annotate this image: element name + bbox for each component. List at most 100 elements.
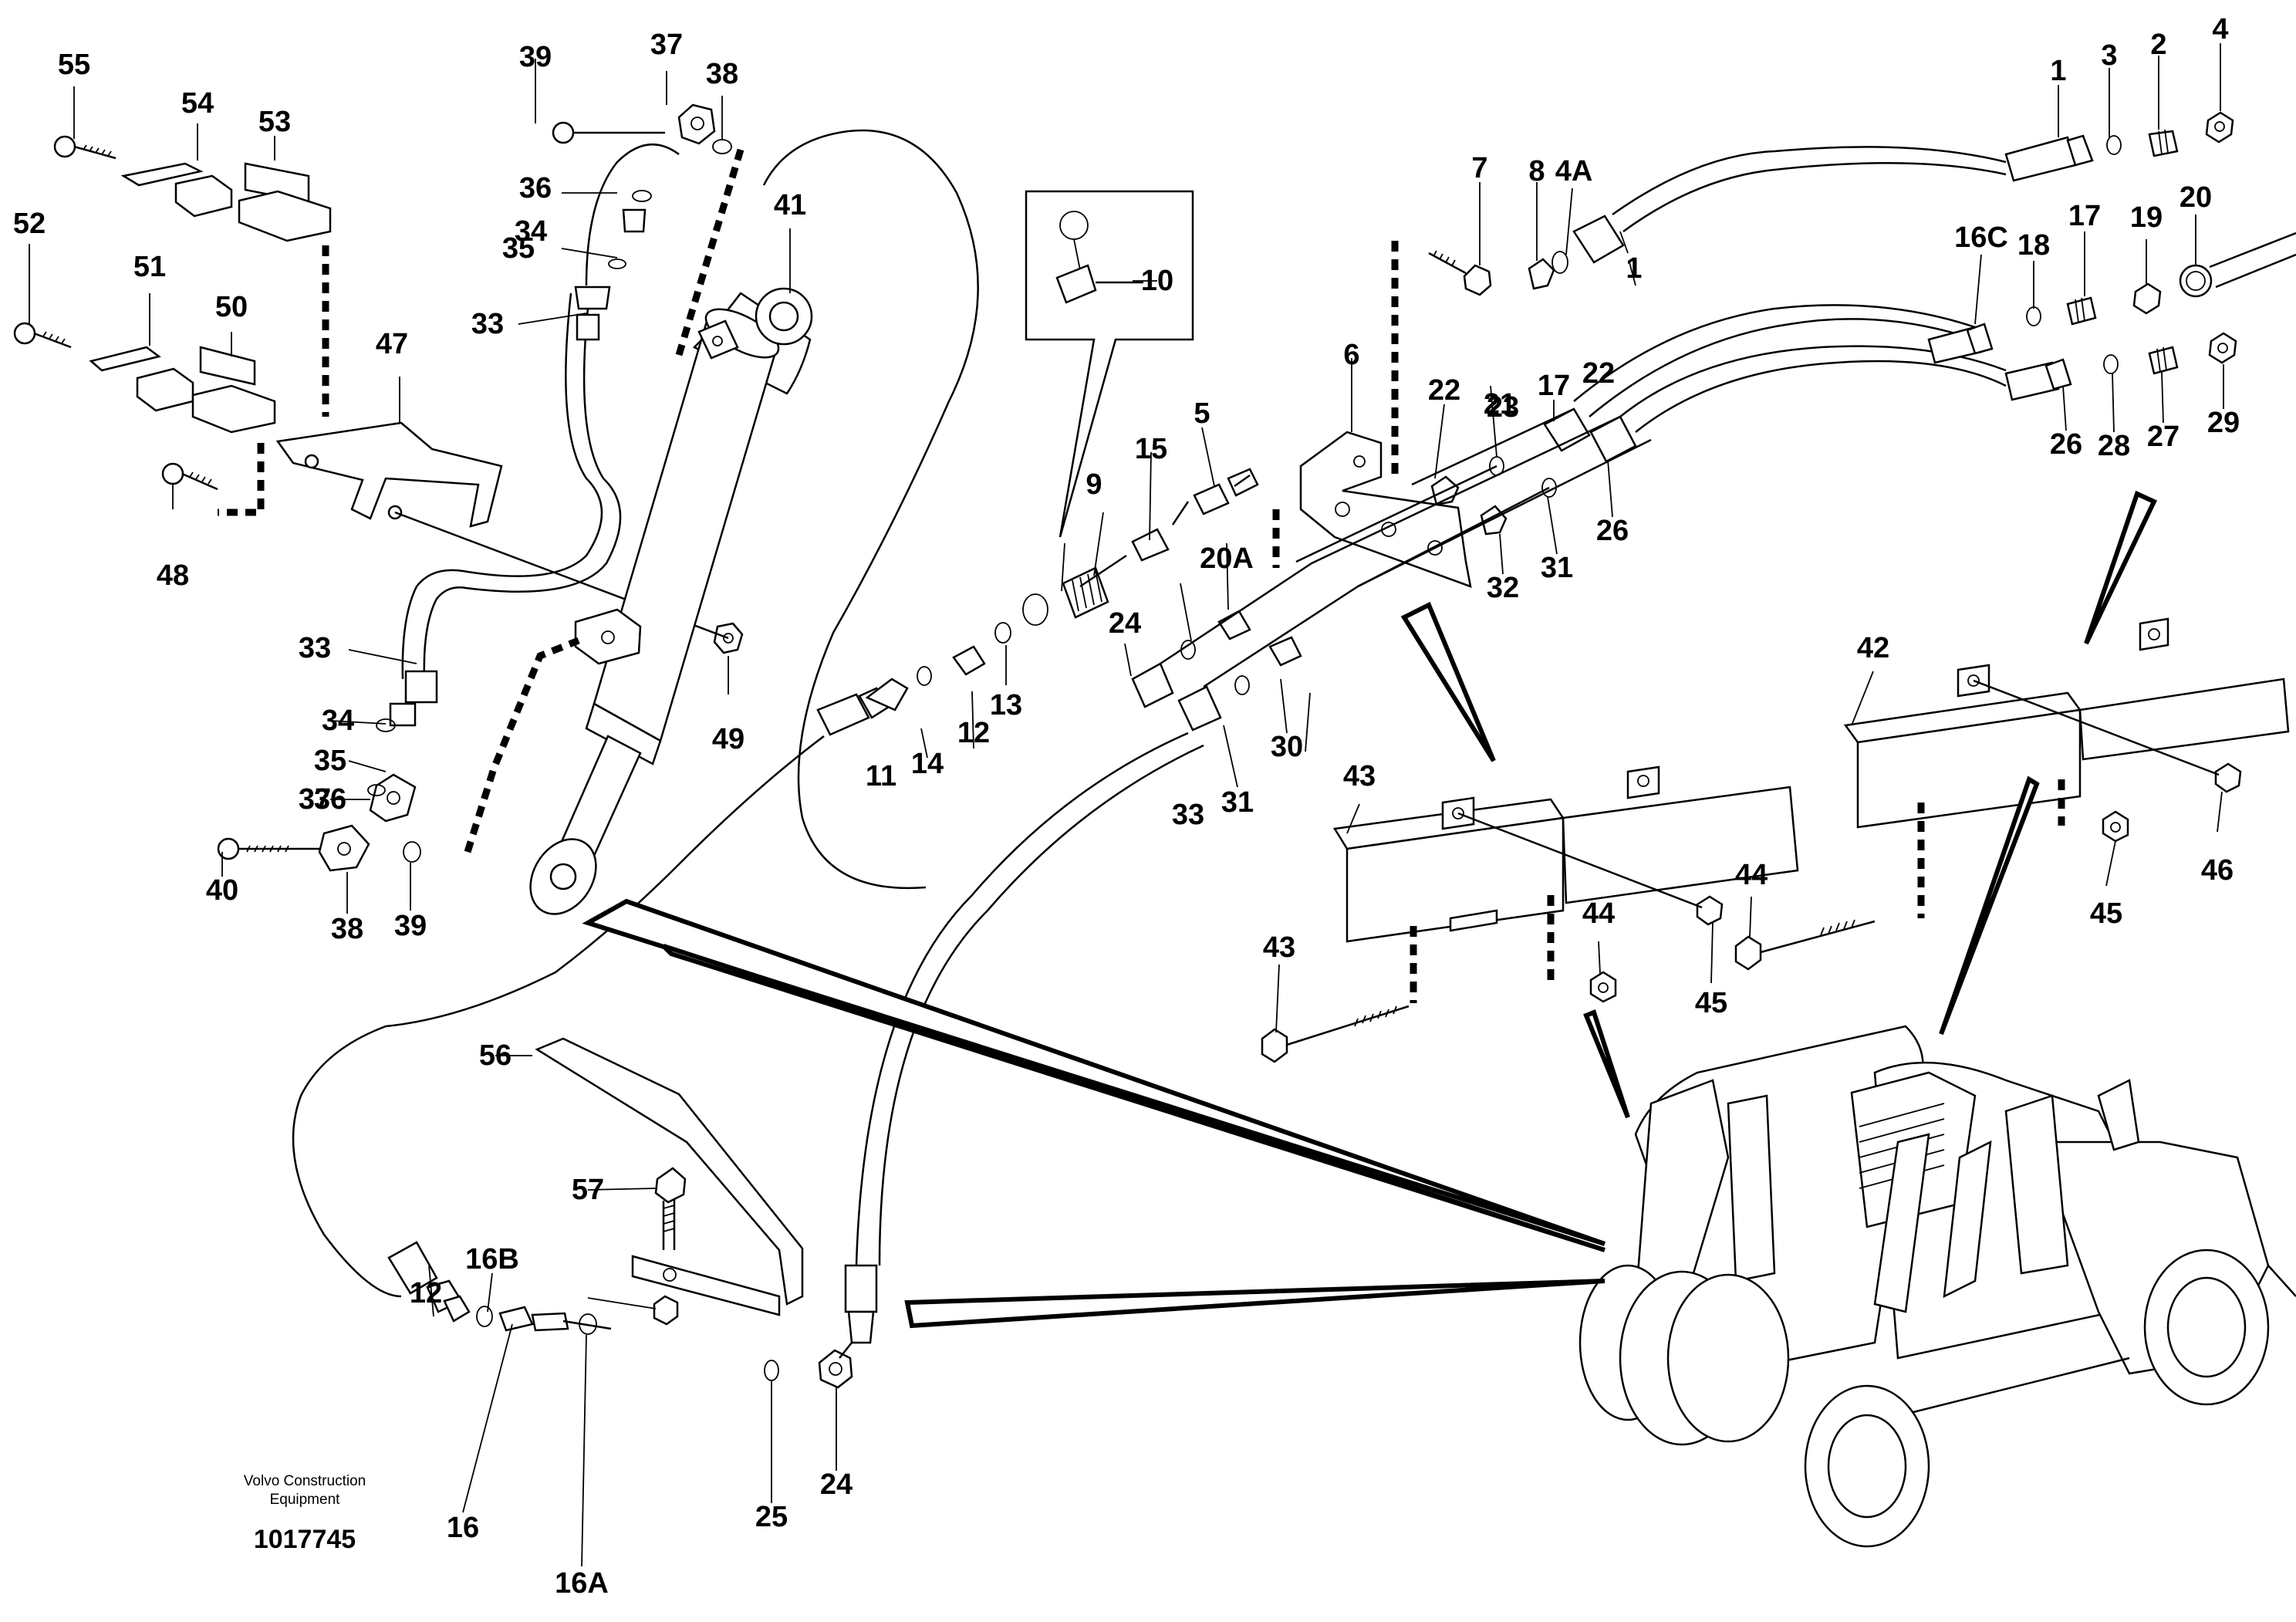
callout-label: 7 (1471, 152, 1487, 184)
clamp-assembly (13, 135, 744, 654)
callout-label: 34 (515, 215, 547, 248)
bolt-51 (13, 322, 72, 349)
callout-label: 34 (322, 705, 354, 737)
callout-label: 35 (314, 745, 346, 777)
callout-label: 17 (2068, 200, 2101, 232)
clamp-block-50 (89, 346, 276, 434)
callout-label: 1 (1626, 252, 1642, 285)
callout-label: 37 (299, 783, 331, 816)
callout-label: 39 (394, 910, 427, 942)
fasteners-43-45 (1261, 679, 2242, 1063)
callout-label: 6 (1343, 339, 1359, 371)
callout-label: 52 (13, 208, 46, 240)
guard-42 (1332, 765, 1799, 943)
callout-label: 3 (2101, 39, 2117, 72)
callout-label: 20 (2180, 181, 2212, 214)
callout-label: 31 (1541, 552, 1573, 584)
callout-label: 41 (774, 189, 806, 221)
callout-label: 42 (1857, 632, 1889, 664)
callout-label: 28 (2098, 430, 2130, 462)
callout-label: 16 (447, 1512, 479, 1544)
callout-label: 26 (1596, 515, 1629, 547)
company-name-line2: Equipment (269, 1492, 340, 1508)
callout-label: 45 (1695, 987, 1727, 1019)
fittings-top-right (1927, 111, 2296, 401)
callout-label: 24 (820, 1468, 853, 1501)
drawing-caption: Volvo Construction Equipment 1017745 (193, 1472, 417, 1555)
callout-label: 27 (2147, 421, 2180, 453)
company-name-line1: Volvo Construction (243, 1473, 366, 1489)
callout-label: 30 (1271, 731, 1303, 763)
callout-label: 22 (1582, 357, 1615, 390)
machine-illustration (1578, 1025, 2296, 1548)
callout-label: 14 (911, 748, 944, 780)
callout-label: 38 (706, 58, 738, 90)
callout-label: 44 (1735, 859, 1768, 891)
nut-57 (653, 1295, 679, 1326)
callout-label: 4A (1555, 155, 1593, 188)
callout-label: 51 (133, 251, 166, 283)
detail-box-11 (1025, 190, 1194, 538)
right-hose-fittings (1131, 215, 1637, 732)
callout-label: 2 (2150, 29, 2166, 61)
callout-label: 49 (712, 723, 745, 755)
callout-label: 18 (2017, 229, 2050, 262)
callout-label: 48 (157, 559, 189, 592)
callout-label: 15 (1135, 433, 1167, 465)
hose-33-left (369, 143, 680, 823)
callout-label: 44 (1582, 897, 1615, 930)
callout-label: 16B (465, 1243, 519, 1276)
fitting-16-series (476, 1306, 612, 1335)
callout-label: 26 (2050, 428, 2082, 461)
callout-label: 36 (314, 783, 346, 816)
callout-label: 54 (181, 87, 214, 120)
fittings-lower-34-39 (217, 718, 421, 872)
dash-line-47 (218, 443, 265, 516)
callout-label: 53 (258, 106, 291, 138)
callout-label: 19 (2130, 201, 2163, 234)
callout-label: 22 (1428, 374, 1460, 407)
callout-label: 16A (555, 1567, 609, 1600)
callout-label: 10 (1141, 265, 1173, 297)
callout-label: 8 (1528, 155, 1545, 188)
callout-label: 43 (1263, 931, 1295, 964)
bolt-56 (654, 1167, 687, 1250)
callout-label: 57 (572, 1174, 604, 1206)
callout-label: 50 (215, 291, 248, 323)
callout-label: 17 (1538, 370, 1570, 402)
callout-label: 33 (299, 632, 331, 664)
callout-label: 32 (1487, 572, 1519, 604)
callout-label: 36 (519, 172, 552, 204)
callout-label: 55 (58, 49, 90, 81)
callout-label: 46 (2201, 854, 2234, 887)
drawing-number: 1017745 (253, 1525, 356, 1554)
bolt-54 (53, 135, 116, 160)
callout-label: 39 (519, 41, 552, 73)
callout-label: 33 (471, 308, 504, 340)
bolt-47 (161, 462, 218, 491)
dash-line-38-lower (464, 637, 580, 853)
hose-24 (764, 732, 1204, 1389)
callout-label: 20A (1200, 542, 1254, 575)
callout-label: 35 (502, 232, 535, 265)
callout-label: 12 (410, 1277, 442, 1309)
callout-label: 21 (1484, 388, 1516, 421)
bracket-46 (275, 421, 503, 528)
callout-label: 43 (1343, 760, 1376, 792)
callout-label: 25 (755, 1501, 788, 1533)
callout-label: 45 (2090, 897, 2122, 930)
callout-label: 16C (1954, 221, 2008, 254)
callout-label: 33 (1172, 799, 1204, 831)
leader-lines (29, 43, 2224, 1567)
bolt-7 (1428, 250, 1492, 296)
callout-label: 31 (1221, 786, 1254, 819)
callout-label: 24 (1109, 607, 1141, 640)
callout-label: 1 (2050, 55, 2066, 87)
callout-label: 38 (331, 913, 363, 945)
clamp-block-53 (120, 162, 332, 242)
callout-label: 40 (206, 874, 238, 907)
callout-label: 29 (2207, 407, 2240, 439)
callout-label: 23 (1487, 391, 1519, 424)
